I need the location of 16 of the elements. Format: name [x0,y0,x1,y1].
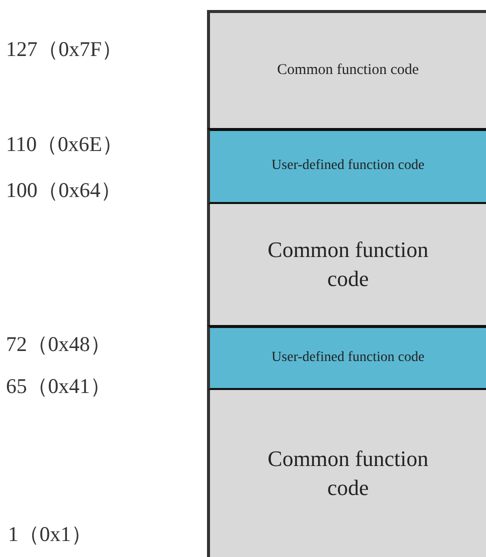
common-range-band [207,390,486,557]
band-label: Common function code [266,444,430,502]
code-value-label: 1（0x1） [8,521,92,548]
common-range-band [207,204,486,326]
user-defined-range-band [207,128,486,205]
code-value-label: 65（0x41） [6,373,111,400]
band-label: User-defined function code [270,348,426,367]
code-value-label: 100（0x64） [6,177,122,204]
common-range-band [207,10,486,129]
code-value-label: 72（0x48） [6,331,111,358]
code-value-label: 127（0x7F） [6,36,123,63]
user-defined-range-band [207,325,486,391]
code-value-label: 110（0x6E） [6,131,124,158]
band-label: Common function code [266,236,430,293]
band-label: User-defined function code [270,157,426,176]
band-label: Common function code [276,61,420,80]
